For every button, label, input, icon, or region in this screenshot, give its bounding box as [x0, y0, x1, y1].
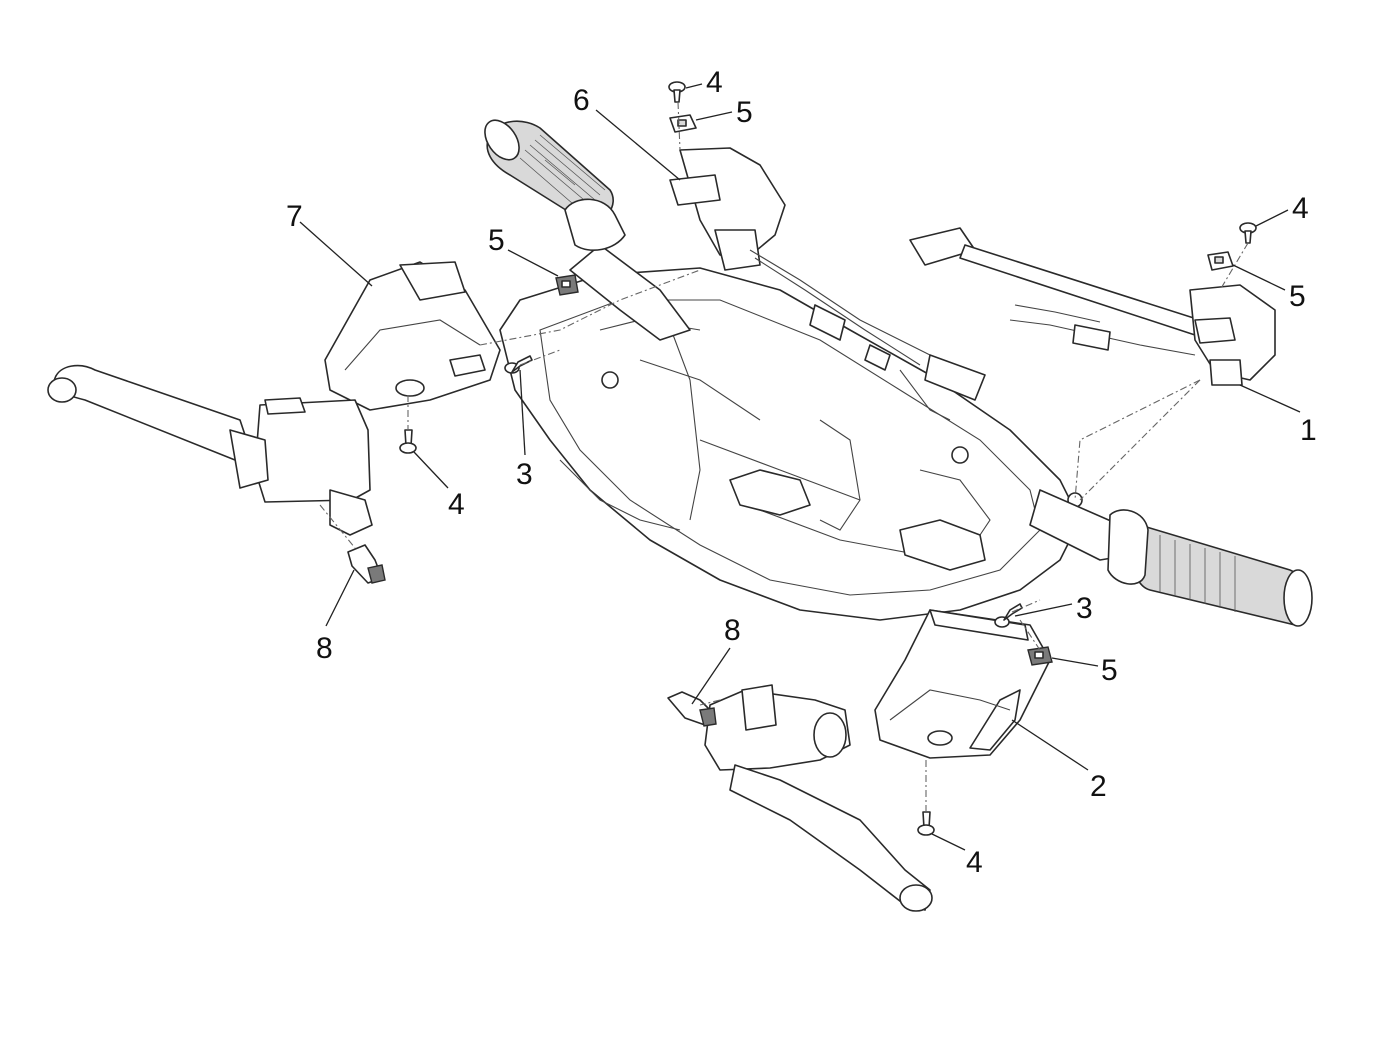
callout-4-bottom: 4: [931, 833, 983, 879]
callout-label: 8: [724, 614, 741, 647]
callout-label: 4: [448, 488, 465, 521]
callout-5-bottom: 5: [1051, 654, 1118, 687]
callout-label: 5: [736, 96, 753, 129]
screw-4-left: [399, 429, 417, 454]
callout-label: 4: [1292, 192, 1309, 225]
right-brake-lever: [704, 684, 933, 912]
callout-label: 6: [573, 84, 590, 117]
callout-label: 8: [316, 632, 333, 665]
callout-3-left: 3: [516, 369, 533, 491]
callout-label: 3: [516, 458, 533, 491]
callout-2: 2: [1011, 719, 1107, 803]
right-brake-switch: [667, 691, 717, 727]
assembly-lines: [319, 101, 1249, 812]
handlebar-frame: [499, 267, 1083, 621]
callout-label: 4: [966, 846, 983, 879]
callout-7: 7: [286, 200, 373, 287]
left-grip: [484, 119, 691, 341]
callout-label: 3: [1076, 592, 1093, 625]
callout-3-right: 3: [1014, 592, 1093, 625]
callout-4-right: 4: [1255, 192, 1309, 227]
callout-5-right: 5: [1232, 264, 1306, 313]
callout-label: 7: [286, 200, 303, 233]
callout-4-top: 4: [685, 66, 723, 99]
callout-label: 5: [1101, 654, 1118, 687]
right-grip: [1029, 489, 1313, 627]
callout-label: 1: [1300, 414, 1317, 447]
callout-5-left: 5: [488, 224, 559, 277]
left-brake-lever: [47, 364, 373, 536]
callout-label: 2: [1090, 770, 1107, 803]
clip-5-bottom: [1027, 646, 1053, 666]
clip-5-left: [555, 274, 579, 296]
right-cover: [874, 609, 1051, 759]
screw-4-top: [668, 81, 686, 103]
left-switch-assembly: [669, 147, 986, 421]
screw-4-right: [1239, 222, 1257, 244]
right-switch-assembly: [909, 227, 1276, 386]
callout-label: 5: [1289, 280, 1306, 313]
screw-4-bottom: [917, 811, 935, 836]
callout-8-right: 8: [691, 614, 741, 705]
callout-label: 4: [706, 66, 723, 99]
left-cover: [324, 261, 501, 411]
clip-5-right: [1207, 251, 1234, 271]
callout-label: 5: [488, 224, 505, 257]
callout-8-left: 8: [316, 569, 355, 665]
left-brake-switch: [347, 544, 386, 584]
callout-6: 6: [573, 84, 681, 181]
callout-4-left: 4: [413, 451, 465, 521]
callout-5-top: 5: [695, 96, 753, 129]
clip-5-top: [669, 114, 697, 133]
callout-1: 1: [1239, 384, 1317, 447]
